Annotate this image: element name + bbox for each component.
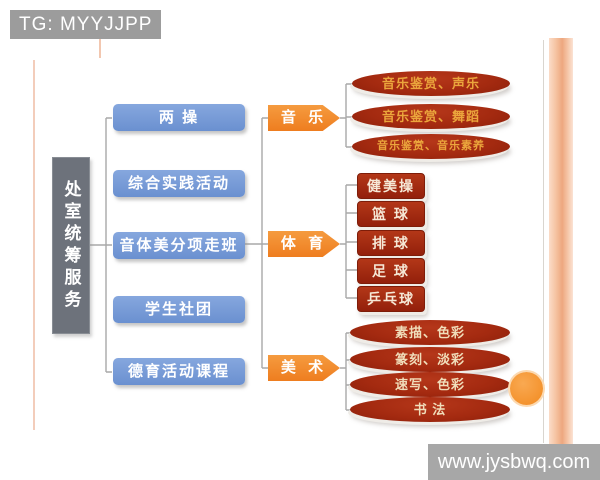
leaf-art-sumiao: 素描、色彩: [350, 320, 510, 345]
root-node: 处室统筹服务: [52, 157, 90, 334]
level1-node-deyu-kecheng: 德育活动课程: [113, 358, 245, 385]
leaf-sports-lanqiu: 篮 球: [357, 201, 425, 227]
branch-node-sports: 体 育: [268, 231, 340, 257]
art-bracket: [340, 332, 351, 411]
page-edge-line-top: [99, 38, 101, 58]
branch-node-music: 音 乐: [268, 105, 340, 131]
branch-bracket: [245, 117, 268, 369]
level1-node-xuesheng-shetuan: 学生社团: [113, 296, 245, 323]
level1-node-liangcao: 两 操: [113, 104, 245, 131]
leaf-sports-jianmeicao: 健美操: [357, 173, 425, 199]
leaf-music-wudao: 音乐鉴赏、舞蹈: [352, 104, 510, 129]
level1-node-zonghe-shijian: 综合实践活动: [113, 170, 245, 197]
leaf-sports-paiqiu: 排 球: [357, 230, 425, 256]
music-bracket: [340, 83, 353, 148]
leaf-music-shengyue: 音乐鉴赏、声乐: [352, 71, 510, 96]
leaf-music-suyang: 音乐鉴赏、音乐素养: [352, 134, 510, 159]
root-bracket: [88, 117, 112, 373]
page-edge-line-left: [33, 60, 35, 430]
orange-dot: [510, 372, 543, 405]
page-edge-band-right: [549, 38, 573, 444]
root-node-label: 处室统筹服务: [61, 179, 81, 312]
leaf-art-zhuanke: 篆刻、淡彩: [350, 347, 510, 372]
branch-node-art: 美 术: [268, 355, 340, 381]
watermark-bottom-right: www.jysbwq.com: [428, 444, 600, 480]
leaf-art-shufa: 书 法: [350, 397, 510, 422]
leaf-sports-pingpangqiu: 乒乓球: [357, 286, 425, 312]
page-edge-line-right: [543, 40, 544, 443]
leaf-art-suxie: 速写、色彩: [350, 372, 510, 397]
leaf-sports-zuqiu: 足 球: [357, 258, 425, 284]
level1-node-yintimei-zouban: 音体美分项走班: [113, 232, 245, 259]
sports-bracket: [340, 184, 357, 299]
watermark-top-left: TG: MYYJJPP: [10, 10, 161, 39]
